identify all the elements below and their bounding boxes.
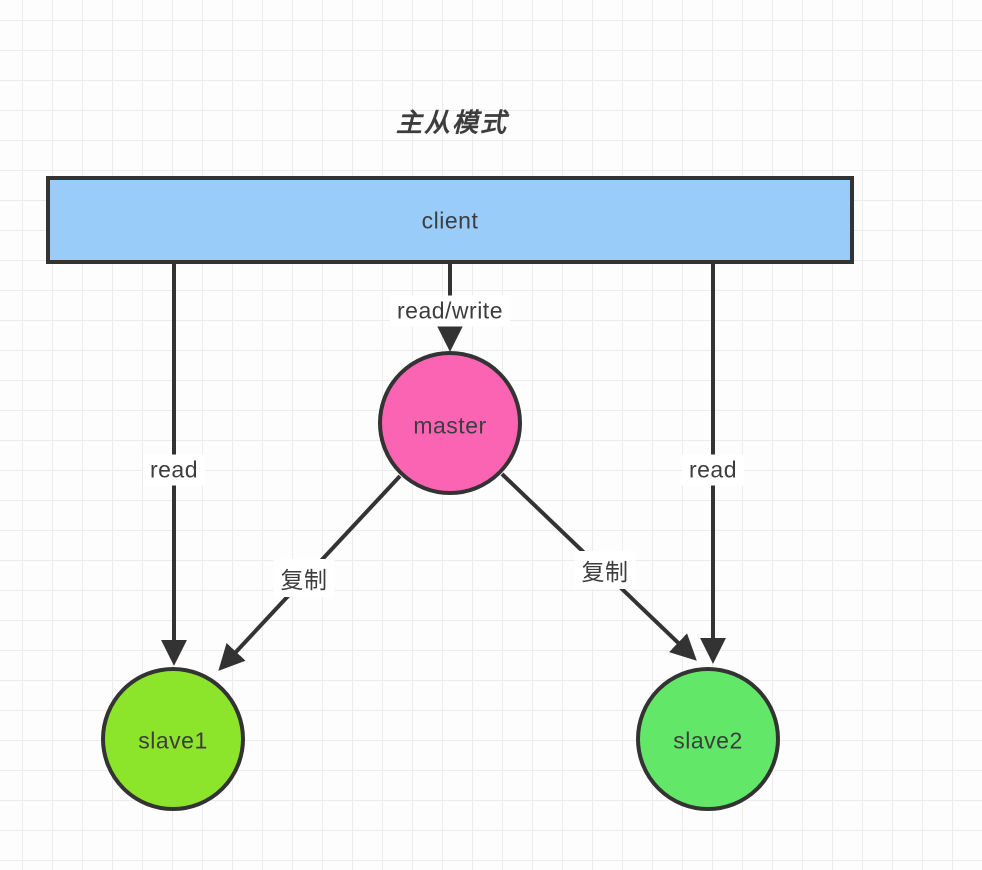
master-node-label: master [413,412,487,439]
diagram-title: 主从模式 [395,107,509,138]
master-node[interactable] [378,351,522,495]
slave2-node[interactable] [636,667,780,811]
slave1-node[interactable] [101,667,245,811]
edge-label-replicate-right: 复制 [574,551,636,589]
edge-label-replicate-left: 复制 [273,559,335,597]
edge-label-read-write: read/write [390,295,510,327]
slave1-node-label: slave1 [138,727,208,754]
edge-label-read-left: read [142,454,206,486]
client-node-label: client [421,207,479,234]
edge-label-read-right: read [681,454,745,486]
slave2-node-label: slave2 [673,727,743,754]
client-node[interactable] [46,176,854,264]
